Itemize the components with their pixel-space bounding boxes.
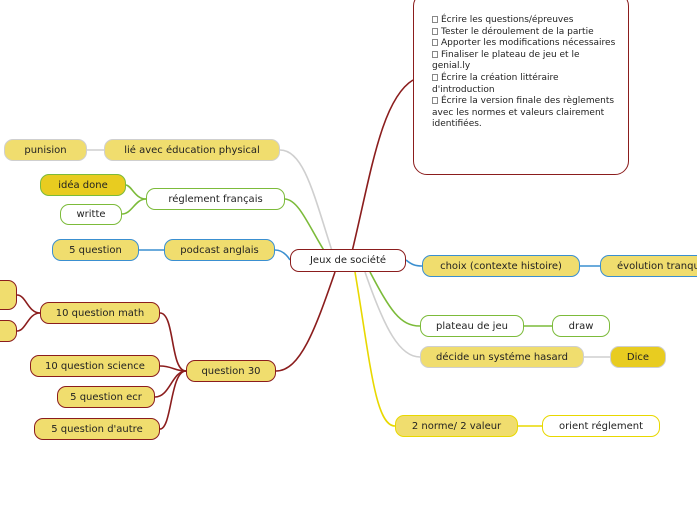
node-ten-question-math[interactable]: 10 question math xyxy=(40,302,160,324)
task-item: Apporter les modifications nécessaires xyxy=(432,38,616,50)
central-topic[interactable]: Jeux de société xyxy=(290,249,406,272)
task-item: Finaliser le plateau de jeu et le genial… xyxy=(432,49,580,72)
node-dice[interactable]: Dice xyxy=(610,346,666,368)
connector-idea xyxy=(125,184,147,200)
node-reglement-francais[interactable]: réglement français xyxy=(146,188,285,210)
task-item: Écrire la création littéraire d'introduc… xyxy=(432,72,559,95)
connector-math xyxy=(159,312,187,372)
node-norme-valeur[interactable]: 2 norme/ 2 valeur xyxy=(395,415,518,437)
connector-choix xyxy=(405,259,423,267)
node-choix[interactable]: choix (contexte histoire) xyxy=(422,255,580,277)
node-math-child-bottom[interactable] xyxy=(0,320,17,342)
node-writte[interactable]: writte xyxy=(60,204,122,225)
connector-decide xyxy=(364,271,421,358)
node-math-child-top[interactable] xyxy=(0,280,17,310)
connector-writte xyxy=(121,198,147,215)
checkbox-icon xyxy=(432,16,438,23)
checkbox-icon xyxy=(432,50,438,58)
checkbox-icon xyxy=(432,73,438,81)
node-five-question-ecr[interactable]: 5 question ecr xyxy=(57,386,155,408)
connector-math-top xyxy=(16,294,41,314)
node-plateau-de-jeu[interactable]: plateau de jeu xyxy=(420,315,524,337)
node-ten-question-science[interactable]: 10 question science xyxy=(30,355,160,377)
connector-question30 xyxy=(275,271,336,372)
connector-norme xyxy=(354,271,396,427)
connector-ecr xyxy=(154,370,187,398)
connector-podcast xyxy=(274,249,291,261)
node-punision[interactable]: punision xyxy=(4,139,87,161)
node-draw[interactable]: draw xyxy=(552,315,610,337)
task-item: Écrire la version finale des règlements … xyxy=(432,96,615,130)
node-question-30[interactable]: question 30 xyxy=(186,360,276,382)
node-evolution[interactable]: évolution tranquille xyxy=(600,255,697,277)
connector-plateau xyxy=(369,271,421,327)
connector-math-bottom xyxy=(16,312,41,332)
node-podcast-anglais[interactable]: podcast anglais xyxy=(164,239,275,261)
task-item: Tester le déroulement de la partie xyxy=(432,27,616,39)
node-idea-done[interactable]: idéa done xyxy=(40,174,126,196)
connector-science xyxy=(159,365,187,372)
node-five-question[interactable]: 5 question xyxy=(52,239,139,261)
node-five-question-autre[interactable]: 5 question d'autre xyxy=(34,418,160,440)
connector-lie-education xyxy=(279,149,336,261)
task-item: Écrire les questions/épreuves xyxy=(432,15,616,27)
checkbox-icon xyxy=(432,27,438,35)
node-orient-reglement[interactable]: orient réglement xyxy=(542,415,660,437)
node-lie-education[interactable]: lié avec éducation physical xyxy=(104,139,280,161)
checkbox-icon xyxy=(432,97,438,105)
node-decide-hasard[interactable]: décide un systéme hasard xyxy=(420,346,584,368)
connector-autre xyxy=(159,370,187,430)
connector-callout xyxy=(349,79,414,261)
task-list-callout[interactable]: Écrire les questions/épreuves Tester le … xyxy=(413,0,629,175)
checkbox-icon xyxy=(432,39,438,47)
